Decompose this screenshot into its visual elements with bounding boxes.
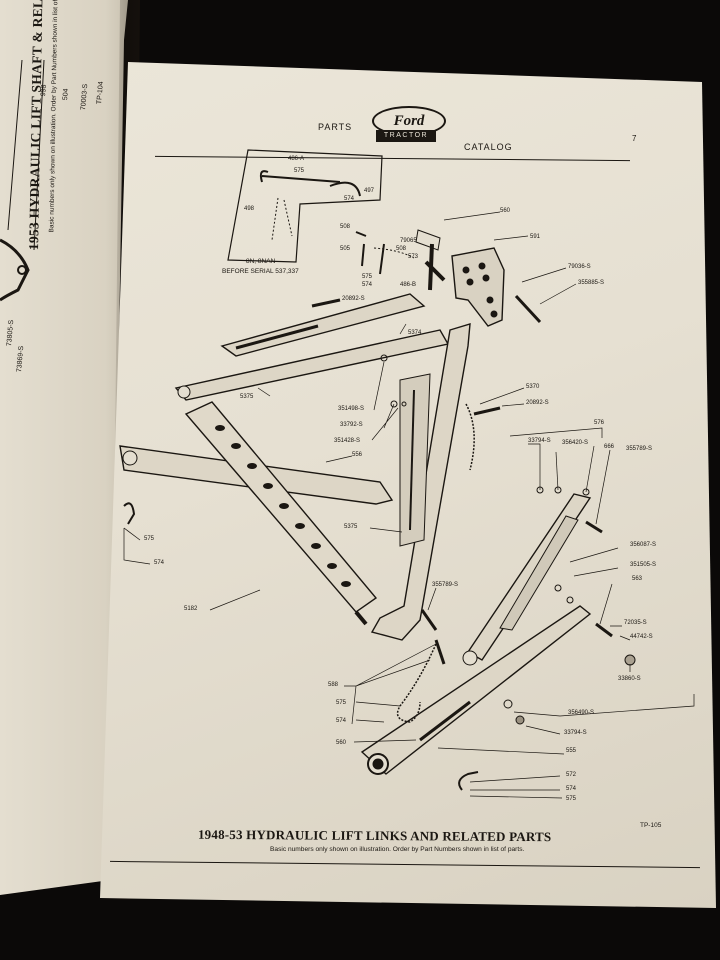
- part-label: 574: [362, 282, 373, 288]
- part-label: 44742-S: [630, 634, 653, 640]
- part-label: 576: [594, 420, 605, 426]
- part-label: 20892-S: [526, 400, 549, 406]
- part-label: 486-B: [400, 282, 417, 288]
- part-label: 33860-S: [618, 676, 641, 682]
- part-label: 351428-S: [334, 438, 361, 444]
- part-label: 575: [362, 274, 373, 280]
- part-label: 355789-S: [432, 582, 459, 588]
- part-label: 356420-S: [562, 440, 589, 446]
- part-label: 5182: [184, 606, 198, 612]
- part-label: 33794-S: [528, 438, 551, 444]
- part-label: 497: [364, 188, 375, 194]
- part-label: 486-A: [288, 156, 305, 162]
- part-label: 588: [328, 682, 339, 688]
- header-parts: PARTS: [318, 122, 353, 132]
- ford-tractor-logo: Ford TRACTOR: [372, 106, 446, 146]
- part-label: 666: [604, 444, 615, 450]
- part-label: 575: [294, 168, 305, 174]
- part-label: 560: [500, 208, 511, 214]
- part-label: 5374: [408, 330, 422, 336]
- part-label: 574: [566, 786, 577, 792]
- part-label: 5375: [240, 394, 254, 400]
- logo-bar: TRACTOR: [376, 130, 436, 142]
- part-label: 356087-S: [630, 542, 657, 548]
- part-label: 79036-S: [568, 264, 591, 270]
- part-label: 355789-S: [626, 446, 653, 452]
- figure-note: Basic numbers only shown on illustration…: [270, 846, 525, 853]
- part-label: 351505-S: [630, 562, 657, 568]
- inset-caption-models: 8N, 8NAN: [246, 258, 276, 265]
- part-label: 575: [336, 700, 347, 706]
- part-label: 508: [396, 246, 407, 252]
- part-label: 573: [408, 254, 419, 260]
- part-label: 351498-S: [338, 406, 365, 412]
- part-label: 33794-S: [564, 730, 587, 736]
- figure-title: 1948-53 HYDRAULIC LIFT LINKS AND RELATED…: [197, 826, 552, 845]
- header-catalog: CATALOG: [464, 142, 513, 152]
- footer-tp-code: TP-105: [640, 822, 662, 829]
- part-label: 505: [340, 246, 351, 252]
- left-page-drawing: [0, 59, 45, 302]
- part-label: 5375: [344, 524, 358, 530]
- part-label: 574: [344, 196, 355, 202]
- part-label: 498: [244, 206, 255, 212]
- part-label: 574: [336, 718, 347, 724]
- part-label: 575: [144, 536, 155, 542]
- part-label: 355885-S: [578, 280, 605, 286]
- part-label: 5370: [526, 384, 540, 390]
- part-label: 79065: [400, 238, 417, 244]
- page-number: 7: [632, 134, 637, 143]
- part-label: 563: [632, 576, 643, 582]
- part-label: 556: [352, 452, 363, 458]
- part-label: 508: [340, 224, 351, 230]
- part-label: 20892-S: [342, 296, 365, 302]
- part-label: 575: [566, 796, 577, 802]
- inset-caption-serial: BEFORE SERIAL 537,337: [222, 268, 299, 275]
- part-label: 72035-S: [624, 620, 647, 626]
- part-label: 574: [154, 560, 165, 566]
- part-label: 555: [566, 748, 577, 754]
- part-label: 33792-S: [340, 422, 363, 428]
- part-label: 356490-S: [568, 710, 595, 716]
- part-label: 572: [566, 772, 577, 778]
- part-label: 560: [336, 740, 347, 746]
- part-label: 591: [530, 234, 541, 240]
